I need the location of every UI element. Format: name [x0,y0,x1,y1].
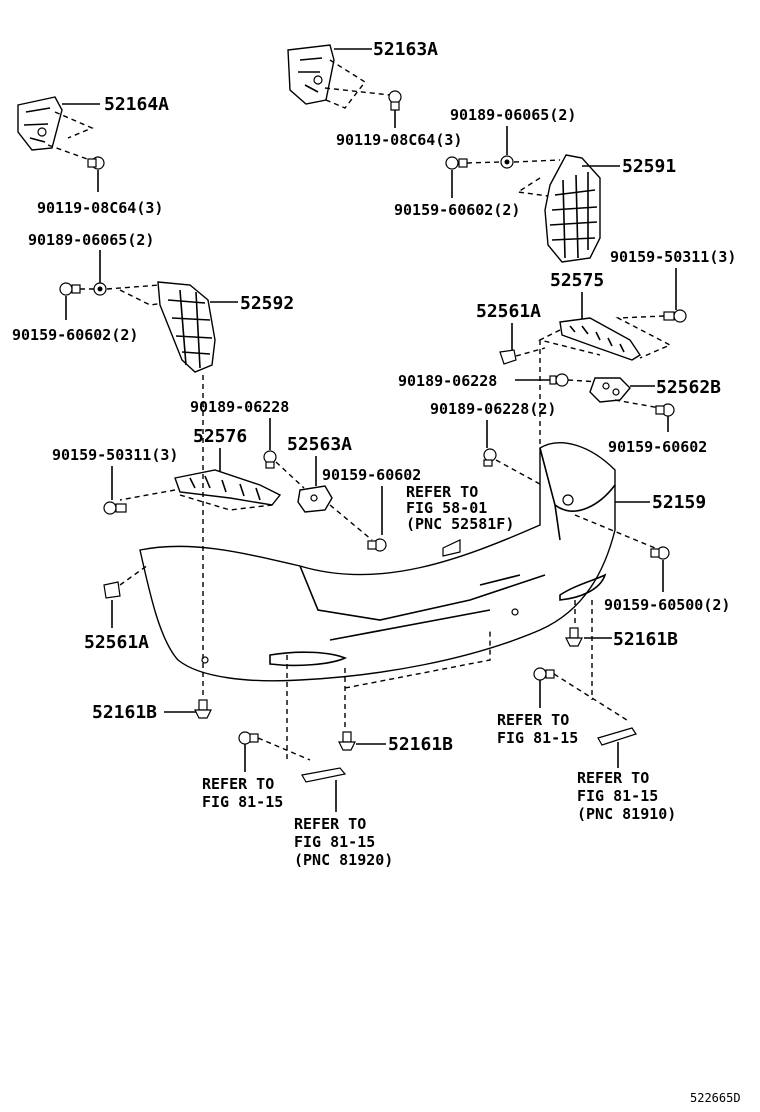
emblem-ref-52581F [442,539,461,557]
ref-fig81-left-reflector-line3[interactable]: (PNC 81920) [294,851,393,869]
label-52561A-left[interactable]: 52561A [84,632,149,653]
ref-fig81-right-reflector-line3[interactable]: (PNC 81910) [577,805,676,823]
ref-fig81-right-bolt-line2[interactable]: FIG 81-15 [497,729,578,747]
label-90159-60602-center[interactable]: 90159-60602 [322,466,421,484]
reflector-81910 [597,727,637,746]
nut-90189-06065-left [93,282,107,296]
label-52562B[interactable]: 52562B [656,377,721,398]
clip-52161B-right [565,627,583,647]
label-52575[interactable]: 52575 [550,270,604,291]
bolt-90159-60602-right [445,156,468,170]
bolt-90159-60500 [650,546,670,560]
label-90119-08C64-top[interactable]: 90119-08C64(3) [336,131,462,149]
bracket-52575 [559,317,641,361]
clip-52161B-left [194,699,212,719]
label-52591[interactable]: 52591 [622,156,676,177]
bracket-52163A [287,44,391,109]
label-90159-60602-right[interactable]: 90159-60602(2) [394,201,520,219]
nut-90189-06228-left [263,450,277,469]
bolt-ref-fig81-right [533,667,555,681]
label-52161B-right[interactable]: 52161B [613,629,678,650]
retainer-52592 [157,281,216,373]
bolt-ref-fig81-left [238,731,259,745]
clip-52561A-left [103,581,121,599]
bracket-52576 [174,469,282,506]
ref-fig81-right-bolt-line1[interactable]: REFER TO [497,711,569,729]
bolt-90159-50311-left [103,501,127,515]
label-52164A[interactable]: 52164A [104,94,169,115]
ref-fig58-line3[interactable]: (PNC 52581F) [406,515,514,533]
bolt-90119-08C64-top [388,90,402,128]
reflector-81920 [301,767,347,783]
label-90159-60602-right2[interactable]: 90159-60602 [608,438,707,456]
label-90189-06228-mid[interactable]: 90189-06228 [398,372,497,390]
label-90189-06228-left[interactable]: 90189-06228 [190,398,289,416]
bolt-90159-60602-left [59,282,81,296]
nut-90189-06228-mid [549,373,569,387]
bolt-90159-50311-right [663,309,687,323]
retainer-52591 [544,154,601,263]
nut-90189-06065-right [500,155,514,169]
label-52561A-top[interactable]: 52561A [476,301,541,322]
ref-fig81-left-bolt-line2[interactable]: FIG 81-15 [202,793,283,811]
label-90159-60602-left[interactable]: 90159-60602(2) [12,326,138,344]
label-90119-08C64-left[interactable]: 90119-08C64(3) [37,199,163,217]
ref-fig81-left-reflector-line1[interactable]: REFER TO [294,815,366,833]
bracket-52562B [589,377,631,403]
bracket-52563A [297,485,333,513]
bolt-90159-60602-center [367,538,387,552]
label-90189-06228-2[interactable]: 90189-06228(2) [430,400,556,418]
bracket-52164A [17,96,100,161]
ref-fig81-left-reflector-line2[interactable]: FIG 81-15 [294,833,375,851]
label-52576[interactable]: 52576 [193,426,247,447]
label-52161B-left[interactable]: 52161B [92,702,157,723]
clip-52561A-top [499,349,517,365]
bolt-90159-60602-rightmid [655,403,675,417]
label-90189-06065-right[interactable]: 90189-06065(2) [450,106,576,124]
diagram-code: 522665D [690,1091,741,1105]
label-90189-06065-left[interactable]: 90189-06065(2) [28,231,154,249]
label-52592[interactable]: 52592 [240,293,294,314]
bolt-90119-08C64-left [87,156,105,192]
ref-fig81-right-reflector-line1[interactable]: REFER TO [577,769,649,787]
label-52163A[interactable]: 52163A [373,39,438,60]
ref-fig81-left-bolt-line1[interactable]: REFER TO [202,775,274,793]
bumper-cover-52159 [139,442,616,682]
label-52563A[interactable]: 52563A [287,434,352,455]
ref-fig81-right-reflector-line2[interactable]: FIG 81-15 [577,787,658,805]
nut-90189-06228-2 [483,448,497,467]
label-52159[interactable]: 52159 [652,492,706,513]
label-90159-50311-left[interactable]: 90159-50311(3) [52,446,178,464]
label-90159-50311-right[interactable]: 90159-50311(3) [610,248,736,266]
clip-52161B-center [338,731,356,751]
ref-fig58-line1[interactable]: REFER TO [406,483,478,501]
label-90159-60500[interactable]: 90159-60500(2) [604,596,730,614]
ref-fig58-line2[interactable]: FIG 58-01 [406,499,487,517]
label-52161B-center[interactable]: 52161B [388,734,453,755]
